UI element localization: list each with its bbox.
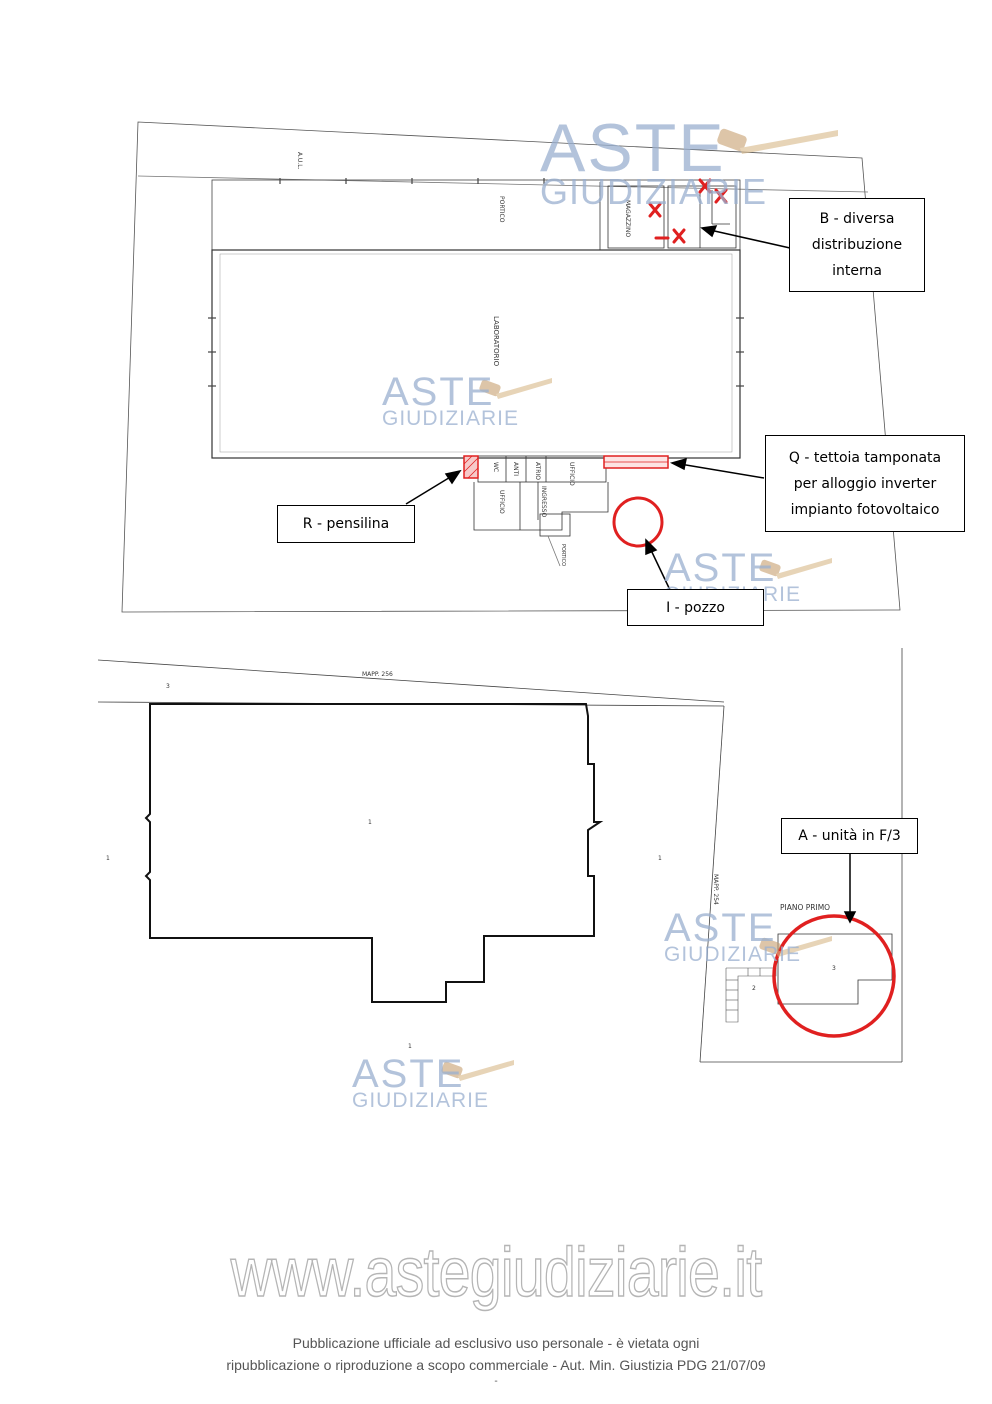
offices-lower (473, 482, 609, 531)
x-mark-1 (698, 178, 712, 194)
plan-labels: A.U.L. PORTICO MAGAZZINO LABORATORIO WC … (296, 152, 631, 566)
label-2-stair: 2 (752, 985, 756, 992)
red-markups (648, 178, 728, 244)
label-3-unit: 3 (832, 965, 836, 972)
callout-r-line1: R - pensilina (302, 516, 390, 532)
pensilina-hatch-lines (463, 455, 479, 479)
label-laboratorio: LABORATORIO (492, 316, 500, 367)
callout-b-line1: B - diversa (819, 211, 895, 227)
map-labels: MAPP. 256 3 1 1 1 1 MAPP. 254 PIANO PRIM… (106, 671, 836, 1050)
label-piano-primo: PIANO PRIMO (780, 903, 830, 912)
label-3-top: 3 (166, 683, 170, 690)
pozzo-circle (612, 496, 664, 548)
callout-q-line3: impianto fotovoltaico (790, 501, 940, 518)
service-rooms (667, 185, 737, 249)
label-portico: PORTICO (498, 196, 505, 223)
x-mark-3 (648, 202, 662, 218)
label-aul: A.U.L. (296, 152, 303, 170)
label-1-left: 1 (106, 855, 110, 862)
x-mark-4 (672, 228, 686, 244)
callout-b-line3: interna (832, 263, 882, 279)
callout-b-line2: distribuzione (811, 237, 903, 253)
map-right-slant (699, 705, 725, 1063)
callout-q-line1: Q - tettoia tamponata (788, 449, 942, 466)
label-ufficio-2: UFFICIO (498, 490, 505, 514)
boundary-inner-line (137, 175, 869, 193)
map-top-boundary (97, 659, 725, 703)
label-wc: WC (492, 462, 499, 472)
label-ingresso: INGRESSO (540, 486, 547, 517)
callout-r: R - pensilina (277, 505, 415, 543)
entrance-porch (539, 513, 571, 537)
footer-line2: ripubblicazione o riproduzione a scopo c… (226, 1357, 766, 1373)
callout-i-line1: I - pozzo (666, 599, 725, 616)
magazzino-room (607, 185, 665, 249)
arrow-q (679, 463, 765, 479)
callout-a-line1: A - unità in F/3 (798, 828, 901, 844)
label-atrio: ATRIO (534, 462, 541, 480)
label-ufficio-1: UFFICIO (568, 462, 575, 486)
label-1-bottom: 1 (408, 1043, 412, 1050)
cadastral-map (97, 648, 903, 1063)
site-url-watermark: www.astegiudiziarie.it (230, 1232, 763, 1312)
x-mark-2 (714, 188, 728, 204)
footer-line1: Pubblicazione ufficiale ad esclusivo uso… (292, 1335, 700, 1351)
label-antibagno: ANTI (512, 462, 519, 476)
label-mapp-right: MAPP. 254 (712, 874, 719, 905)
label-1-center: 1 (368, 819, 372, 826)
floor-plan-ground (121, 121, 901, 613)
label-magazzino: MAGAZZINO (624, 200, 631, 237)
label-portico-2: PORTICO (560, 544, 566, 566)
footer-line3: - (494, 1376, 498, 1387)
callout-q-line2: per alloggio inverter (793, 475, 937, 492)
stair (725, 967, 777, 1023)
callout-arrows (405, 225, 791, 591)
arrow-i (649, 547, 671, 591)
unit-a-circle (772, 914, 896, 1038)
column-marks (208, 178, 744, 387)
arrow-a (843, 852, 857, 924)
label-mapp-top: MAPP. 256 (362, 671, 393, 678)
callout-q: Q - tettoia tamponata per alloggio inver… (765, 435, 965, 532)
callout-i: I - pozzo (627, 589, 764, 626)
footer-notice: Pubblicazione ufficiale ad esclusivo uso… (0, 1332, 992, 1388)
label-1-right: 1 (658, 855, 662, 862)
laboratorio-inner (219, 253, 733, 453)
laboratorio-hall (211, 249, 741, 459)
site-boundary (121, 121, 901, 613)
callout-a: A - unità in F/3 (781, 818, 918, 854)
unit-a-outline (777, 933, 893, 1005)
building-outline (144, 703, 604, 1003)
arrow-b (709, 229, 791, 249)
callout-b: B - diversa distribuzione interna (789, 198, 925, 292)
arrow-r (405, 475, 453, 505)
